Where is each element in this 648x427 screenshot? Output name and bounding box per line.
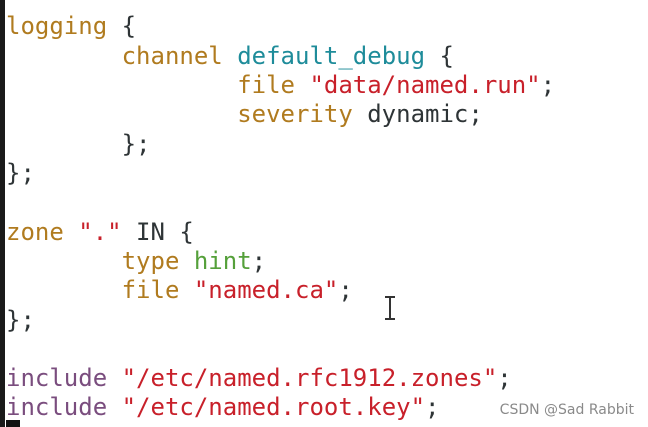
keyword-channel: channel [121, 42, 223, 70]
indent [6, 71, 237, 99]
code-line-3[interactable]: file "data/named.run"; [6, 71, 555, 100]
i-beam-cursor-icon [385, 296, 395, 320]
space [295, 71, 309, 99]
watermark: CSDN @Sad Rabbit [499, 402, 634, 418]
code-line-10[interactable]: }; [6, 306, 35, 334]
code-line-12[interactable]: include "/etc/named.root.key"; [6, 393, 440, 422]
code-text: dynamic; [352, 100, 483, 128]
space [107, 393, 121, 421]
keyword-file: file [237, 71, 295, 99]
code-line-11[interactable]: include "/etc/named.rfc1912.zones"; [6, 364, 512, 393]
keyword-logging: logging [6, 12, 108, 40]
indent [6, 247, 122, 275]
string-literal: "data/named.run" [309, 71, 541, 99]
string-literal: "/etc/named.root.key" [121, 393, 426, 421]
indent [6, 42, 122, 70]
code-text: ; [540, 71, 556, 99]
code-line-9[interactable]: file "named.ca"; [6, 276, 353, 305]
code-text: ; [251, 247, 267, 275]
string-literal: "named.ca" [193, 276, 339, 304]
code-line-8[interactable]: type hint; [6, 247, 267, 276]
directive-include: include [6, 393, 108, 421]
keyword-zone: zone [6, 218, 64, 246]
code-text: { [107, 12, 137, 40]
code-line-1[interactable]: logging { [6, 12, 136, 41]
indent [6, 100, 237, 128]
directive-include: include [6, 364, 108, 392]
string-literal: "/etc/named.rfc1912.zones" [121, 364, 498, 392]
code-line-6[interactable]: }; [6, 159, 35, 187]
value-hint: hint [193, 247, 252, 275]
space [223, 42, 237, 70]
keyword-severity: severity [237, 100, 353, 128]
code-line-7[interactable]: zone "." IN { [6, 218, 194, 247]
keyword-type: type [121, 247, 180, 275]
code-text: IN { [121, 218, 194, 246]
code-text: { [425, 42, 454, 70]
code-line-5[interactable]: }; [6, 130, 151, 158]
code-text: ; [497, 364, 512, 392]
code-line-2[interactable]: channel default_debug { [6, 42, 454, 71]
editor-gutter-edge [0, 0, 5, 427]
space [179, 276, 193, 304]
space [179, 247, 193, 275]
code-text: ; [338, 276, 353, 304]
block-cursor [6, 420, 20, 427]
keyword-file: file [121, 276, 180, 304]
indent [6, 276, 122, 304]
identifier-default-debug: default_debug [237, 42, 426, 70]
code-line-4[interactable]: severity dynamic; [6, 100, 483, 129]
space [64, 218, 78, 246]
string-literal: "." [78, 218, 122, 246]
space [107, 364, 121, 392]
code-text: ; [425, 393, 440, 421]
